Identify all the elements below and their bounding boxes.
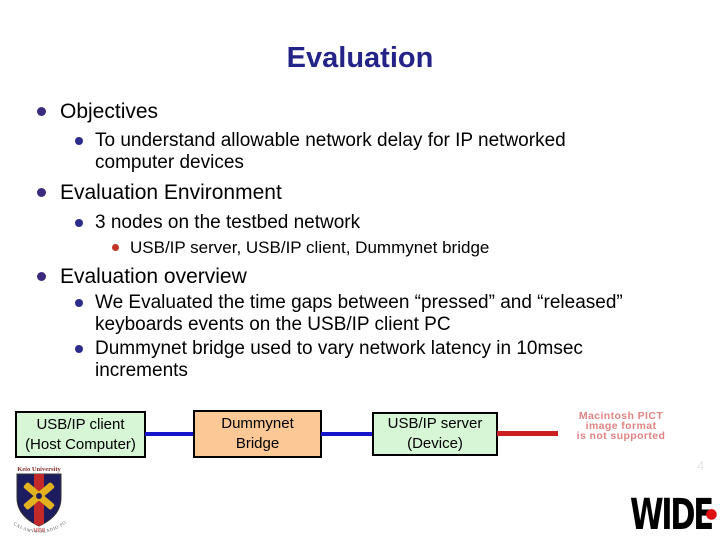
bullet-icon (37, 272, 46, 281)
pict-line: is not supported (576, 430, 666, 442)
node-usbip-server: USB/IP server (Device) (372, 412, 498, 456)
bullet-text: Objectives (60, 100, 159, 123)
bullet-icon (75, 137, 83, 145)
bullet-dummynet-latency: Dummynet bridge used to vary network lat… (75, 338, 595, 382)
keio-label: Keio University (17, 466, 61, 473)
connector-bridge-server (321, 432, 373, 436)
wide-logo-text: WIDE (630, 490, 712, 539)
bullet-evaluation-overview: Evaluation overview (37, 264, 680, 289)
pict-placeholder: Macintosh PICT image format is not suppo… (545, 410, 697, 442)
bullet-icon (75, 299, 83, 307)
bullet-node-list: USB/IP server, USB/IP client, Dummynet b… (112, 238, 690, 258)
bullet-evaluation-environment: Evaluation Environment (37, 180, 680, 205)
node-label-line1: USB/IP server (387, 415, 483, 432)
bullet-text: 3 nodes on the testbed network (95, 212, 361, 233)
bullet-icon (112, 244, 119, 251)
bullet-text: Evaluation overview (60, 265, 247, 288)
bullet-text: Dummynet bridge used to vary network lat… (95, 338, 583, 381)
node-label-line1: Dummynet (221, 415, 294, 432)
bullet-nodes: 3 nodes on the testbed network (75, 212, 655, 234)
node-label-line2: Bridge (235, 435, 280, 452)
node-dummynet-bridge: Dummynet Bridge (193, 410, 322, 458)
pict-line: Macintosh PICT (578, 410, 664, 422)
bullet-icon (75, 345, 83, 353)
node-usbip-client: USB/IP client (Host Computer) (15, 411, 146, 458)
node-label-line2: (Device) (407, 435, 463, 452)
slide-page-number: 4 (697, 458, 705, 473)
bullet-text: To understand allowable network delay fo… (95, 130, 566, 173)
bullet-text: We Evaluated the time gaps between “pres… (95, 292, 623, 335)
node-label-line1: USB/IP client (36, 415, 125, 433)
bullet-time-gaps: We Evaluated the time gaps between “pres… (75, 292, 685, 336)
bullet-icon (37, 107, 46, 116)
bullet-objectives: Objectives (37, 99, 680, 124)
keio-university-logo: Keio University 1858 CALAMVS GLADIO FORT… (4, 464, 67, 534)
node-label-line2: (Host Computer) (25, 435, 136, 453)
bullet-icon (37, 188, 46, 197)
pict-line: image format (585, 420, 657, 432)
connector-server-device (497, 431, 558, 436)
wide-red-dot-icon (706, 509, 717, 520)
slide-title: Evaluation (286, 42, 434, 74)
connector-client-bridge (145, 432, 194, 436)
bullet-text: Evaluation Environment (60, 181, 282, 204)
wide-logo: WIDE (630, 490, 717, 539)
bullet-icon (75, 219, 83, 227)
bullet-objective-detail: To understand allowable network delay fo… (75, 130, 607, 174)
bullet-text: USB/IP server, USB/IP client, Dummynet b… (130, 238, 490, 257)
keio-year: 1858 (33, 528, 45, 534)
